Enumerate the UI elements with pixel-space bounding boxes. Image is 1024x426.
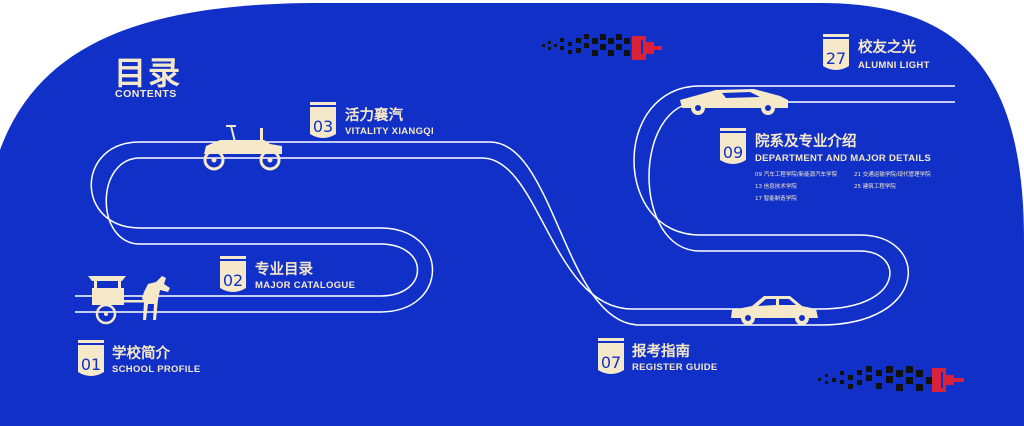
sports-car-icon (680, 89, 788, 115)
department-item[interactable]: 13 信息技术学院 (755, 184, 797, 190)
section-title-cn-01[interactable]: 学校简介 (112, 346, 170, 362)
department-item[interactable]: 17 智能制造学院 (755, 196, 797, 202)
badge-shape-07 (598, 338, 624, 374)
section-title-en-02[interactable]: MAJOR CATALOGUE (255, 280, 356, 291)
section-title-cn-07[interactable]: 报考指南 (632, 344, 690, 360)
badge-shape-09 (720, 128, 746, 164)
road-outer-line (75, 85, 955, 326)
badge-shape-01 (78, 340, 104, 376)
section-number-03: 03 (312, 117, 334, 136)
checkered-racing-flag-icon (818, 366, 964, 392)
section-title-en-09[interactable]: DEPARTMENT AND MAJOR DETAILS (755, 153, 932, 164)
horse-carriage-icon (88, 276, 170, 325)
road-inner-line (75, 101, 955, 310)
checkered-racing-flag-icon (542, 34, 662, 60)
badge-shape-03 (310, 102, 336, 138)
section-title-en-27[interactable]: ALUMNI LIGHT (858, 60, 930, 71)
section-number-02: 02 (222, 271, 244, 290)
section-title-en-01[interactable]: SCHOOL PROFILE (112, 364, 201, 375)
department-item[interactable]: 21 交通运输学院/现代管理学院 (854, 172, 931, 178)
section-title-cn-02[interactable]: 专业目录 (255, 262, 313, 278)
section-number-27: 27 (825, 49, 847, 68)
section-number-01: 01 (80, 355, 102, 374)
section-number-07: 07 (600, 353, 622, 372)
section-number-09: 09 (722, 143, 744, 162)
page-title: 目录 (114, 54, 183, 92)
badge-shape-27 (823, 34, 849, 70)
vintage-car-icon (203, 125, 282, 171)
department-item[interactable]: 25 建筑工程学院 (854, 184, 896, 190)
department-item[interactable]: 09 汽车工程学院/新能源汽车学院 (755, 172, 838, 178)
page-subtitle: CONTENTS (115, 88, 177, 100)
badge-shape-02 (220, 256, 246, 292)
section-title-cn-03[interactable]: 活力襄汽 (345, 108, 403, 124)
section-title-cn-27[interactable]: 校友之光 (858, 40, 916, 56)
section-title-en-03[interactable]: VITALITY XIANGQI (345, 126, 434, 137)
section-title-en-07[interactable]: REGISTER GUIDE (632, 362, 718, 373)
section-title-cn-09[interactable]: 院系及专业介绍 (755, 134, 857, 150)
sedan-car-icon (731, 296, 818, 325)
